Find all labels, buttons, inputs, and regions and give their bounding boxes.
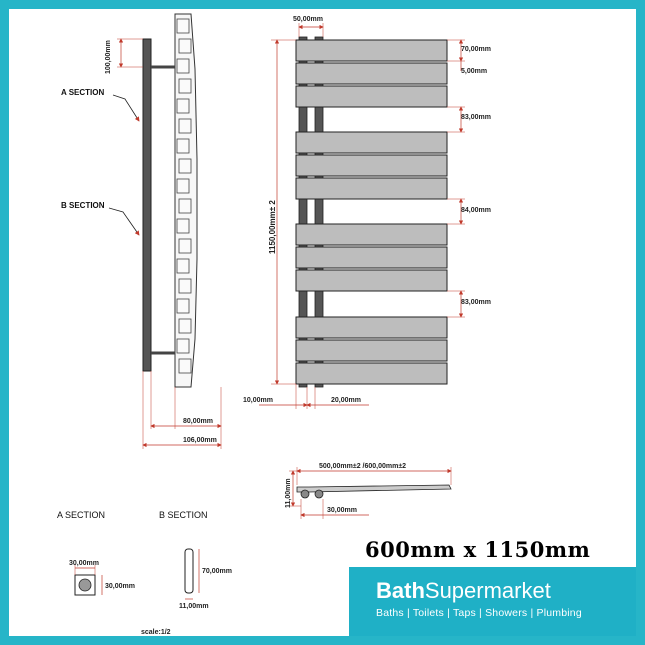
plan-pipe-right <box>314 489 324 499</box>
section-a-circle <box>78 578 92 592</box>
front-view: 50,00mm 70,00mm 5,00mm 83,00mm 84,00mm 8… <box>243 16 491 409</box>
front-dim-bar-height: 70,00mm <box>461 46 491 53</box>
front-dim-gap-1: 83,00mm <box>461 114 491 121</box>
front-dim-gap-2: 84,00mm <box>461 207 491 214</box>
bar-group-1 <box>295 39 448 108</box>
front-dim-total-height: 1150,00mm± 2 <box>268 200 277 254</box>
front-dim-pipe-spacing: 50,00mm <box>293 16 323 23</box>
brand-name-bold: Bath <box>376 578 425 603</box>
brand-logo: BathSupermarket <box>376 578 551 604</box>
plan-pipe-left <box>300 489 310 499</box>
bar-group-3 <box>295 223 448 292</box>
front-dim-pipe-width: 20,00mm <box>331 397 361 404</box>
side-dim-top: 100,00mm <box>105 40 112 74</box>
section-a-dim-1: 30,00mm <box>69 560 99 567</box>
radiator-side-profile <box>142 38 152 372</box>
brand-tagline: Baths | Toilets | Taps | Showers | Plumb… <box>376 607 582 619</box>
bar-group-2 <box>295 131 448 200</box>
side-label-a: A SECTION <box>61 88 104 97</box>
side-label-b: B SECTION <box>61 201 105 210</box>
brand-banner: BathSupermarket Baths | Toilets | Taps |… <box>349 567 636 636</box>
plan-bar <box>296 484 452 493</box>
section-b-title: B SECTION <box>159 510 208 520</box>
scale-label: scale:1/2 <box>141 629 171 636</box>
plan-dim-width: 500,00mm±2 /600,00mm±2 <box>319 463 406 470</box>
front-dim-left-offset: 10,00mm <box>243 397 273 404</box>
side-dim-depth-outer: 106,00mm <box>183 437 217 444</box>
plan-dim-depth: 11,00mm <box>285 478 292 508</box>
wall <box>174 13 198 388</box>
bar-group-4 <box>295 316 448 385</box>
section-b-dim-height: 70,00mm <box>202 568 232 575</box>
image-frame: 100,00mm A SECTION B SECTION 80,00mm 106… <box>9 9 636 636</box>
technical-drawing: 100,00mm A SECTION B SECTION 80,00mm 106… <box>57 13 491 636</box>
plan-view: 500,00mm±2 /600,00mm±2 11,00mm 30,00mm <box>285 463 452 519</box>
section-details: A SECTION B SECTION 30,00mm 30,00mm 70,0… <box>57 510 232 636</box>
plan-dim-pipe: 30,00mm <box>327 507 357 514</box>
side-view: 100,00mm A SECTION B SECTION 80,00mm 106… <box>61 13 222 449</box>
brand-name-regular: Supermarket <box>424 578 551 603</box>
left-pipe <box>298 36 308 388</box>
front-dim-gap-3: 83,00mm <box>461 299 491 306</box>
right-pipe <box>314 36 324 388</box>
section-a-dim-2: 30,00mm <box>105 583 135 590</box>
side-dim-depth-inner: 80,00mm <box>183 418 213 425</box>
front-dim-bar-gap: 5,00mm <box>461 68 487 75</box>
section-b-bar <box>184 548 194 594</box>
product-size-title: 600mm x 1150mm <box>365 537 591 562</box>
section-b-dim-width: 11,00mm <box>179 603 209 610</box>
section-a-title: A SECTION <box>57 510 105 520</box>
